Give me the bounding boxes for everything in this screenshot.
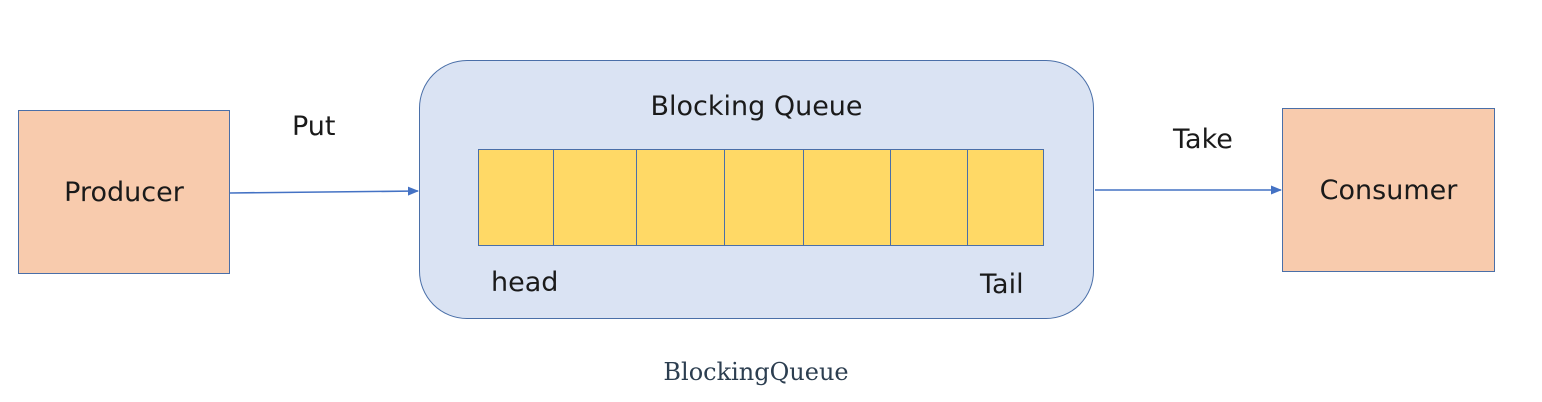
- producer-node: Producer: [18, 110, 230, 274]
- producer-label: Producer: [64, 176, 184, 208]
- queue-slot: [968, 150, 1043, 245]
- tail-label: Tail: [980, 269, 1024, 300]
- head-label: head: [491, 267, 559, 298]
- queue-slot: [891, 150, 968, 245]
- consumer-node: Consumer: [1282, 108, 1495, 272]
- figure-caption: BlockingQueue: [663, 358, 849, 386]
- queue-title: Blocking Queue: [650, 91, 863, 122]
- queue-slot: [725, 150, 804, 245]
- queue-slot: [479, 150, 554, 245]
- put-label: Put: [292, 111, 336, 142]
- queue-slot: [637, 150, 725, 245]
- queue-slot: [554, 150, 637, 245]
- queue-slot: [804, 150, 891, 245]
- consumer-label: Consumer: [1319, 174, 1458, 206]
- queue-slots: [478, 149, 1044, 246]
- take-label: Take: [1173, 124, 1233, 155]
- blocking-queue-node: Blocking Queue head Tail: [419, 60, 1094, 319]
- put-arrow: [229, 186, 420, 196]
